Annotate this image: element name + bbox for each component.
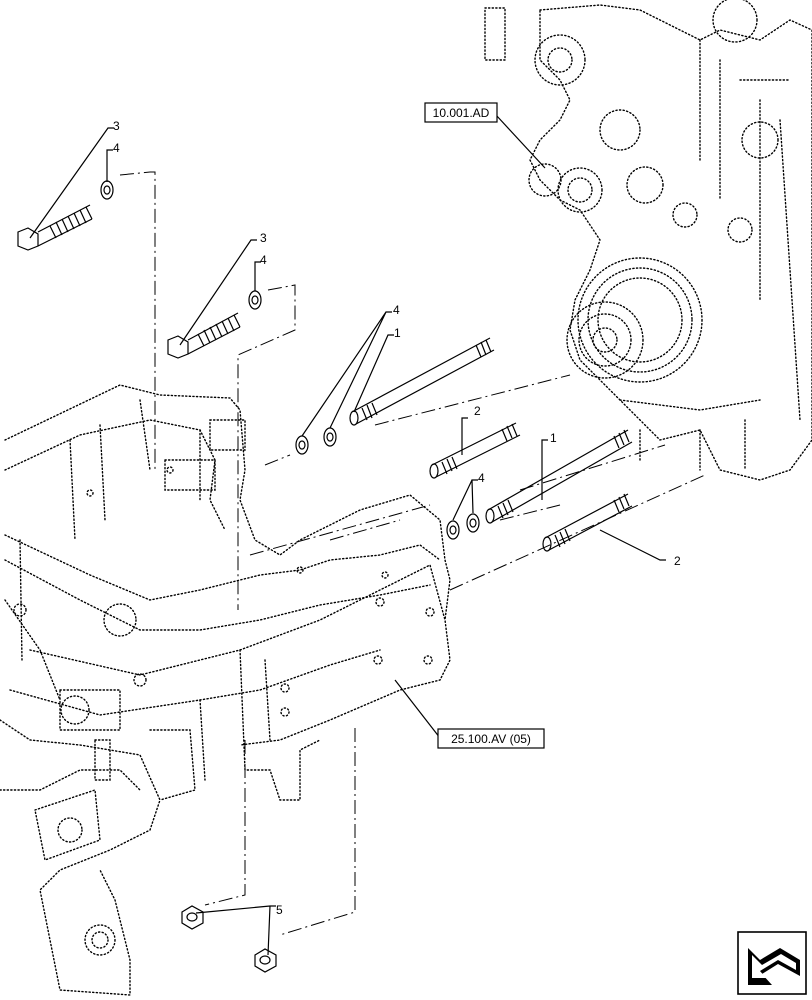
callout-washers-4-top: 4 bbox=[393, 303, 400, 317]
callout-stud-2-bottom: 2 bbox=[674, 554, 681, 568]
callout-washers-4-mid: 4 bbox=[478, 471, 485, 485]
frame-reference[interactable]: 25.100.AV (05) bbox=[437, 728, 545, 749]
bolt-upper bbox=[17, 204, 93, 251]
stud-short-bottom bbox=[542, 493, 633, 552]
callout-stud-1-mid: 1 bbox=[550, 431, 557, 445]
callout-washer-4-upper: 4 bbox=[113, 141, 120, 155]
nuts bbox=[181, 905, 277, 973]
assembly-centerlines bbox=[119, 171, 706, 936]
bolt-lower bbox=[167, 312, 241, 359]
callout-washer-4-lower: 4 bbox=[260, 253, 267, 267]
callout-stud-2-top: 2 bbox=[474, 404, 481, 418]
frame-reference-label: 25.100.AV (05) bbox=[451, 732, 531, 746]
washers bbox=[100, 180, 480, 540]
next-page-arrow-icon[interactable] bbox=[737, 931, 807, 995]
callout-bolt-3-upper: 3 bbox=[113, 119, 120, 133]
stud-long-top bbox=[349, 337, 495, 426]
callout-labels: 3 4 3 4 4 1 2 1 4 2 5 bbox=[113, 119, 681, 917]
engine-reference[interactable]: 10.001.AD bbox=[424, 102, 498, 123]
leader-lines bbox=[29, 114, 666, 956]
callout-stud-1-top: 1 bbox=[394, 326, 401, 340]
stud-short-top bbox=[429, 422, 521, 479]
callout-bolt-3-lower: 3 bbox=[260, 231, 267, 245]
callout-nuts-5: 5 bbox=[276, 903, 283, 917]
front-frame bbox=[0, 384, 451, 996]
stud-long-mid bbox=[485, 429, 633, 524]
engine-assembly bbox=[484, 0, 812, 481]
engine-reference-label: 10.001.AD bbox=[433, 106, 490, 120]
